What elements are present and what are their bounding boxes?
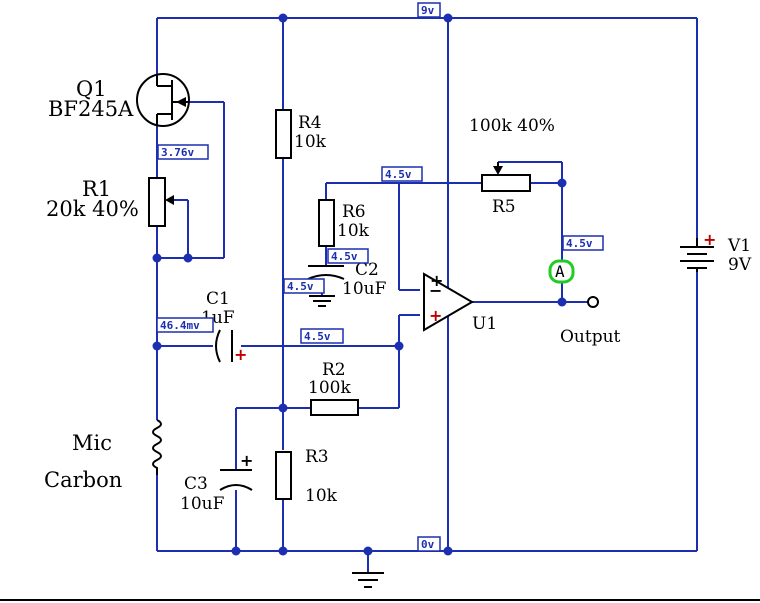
probe-a-label: A — [555, 262, 565, 281]
r2-value-label: 100k — [308, 378, 351, 398]
r3-ref-label: R3 — [305, 447, 329, 467]
svg-text:4.5v: 4.5v — [331, 250, 358, 263]
output-label: Output — [560, 327, 621, 347]
c1-capacitor[interactable] — [215, 329, 233, 363]
voltage-tag-c2-left: 4.5v — [283, 278, 325, 294]
r1-ref-label: R1 — [82, 177, 111, 201]
svg-text:0v: 0v — [421, 538, 435, 551]
voltage-tag-r5-right: 4.5v — [562, 235, 604, 251]
r5-value-label: 100k 40% — [469, 116, 555, 136]
junction-dots — [152, 13, 567, 556]
mic-label-line2: Carbon — [44, 468, 122, 492]
voltage-tag-bottom-rail: 0v — [417, 536, 441, 552]
r1-value-label: 20k 40% — [46, 197, 139, 221]
main-ground-symbol — [352, 572, 384, 588]
c3-capacitor[interactable] — [219, 469, 253, 491]
v1-value-label: 9V — [728, 255, 752, 275]
u1-ref-label: U1 — [472, 314, 497, 334]
r4-ref-label: R4 — [298, 113, 322, 133]
r6-ref-label: R6 — [342, 202, 366, 222]
voltage-tag-r6-bottom: 4.5v — [327, 248, 369, 264]
svg-text:4.5v: 4.5v — [566, 237, 593, 250]
mic-carbon-element[interactable] — [152, 419, 162, 475]
c3-ref-label: C3 — [184, 474, 208, 494]
r1-potentiometer[interactable] — [148, 177, 174, 227]
mic-label-line1: Mic — [72, 431, 112, 455]
q1-part-label: BF245A — [48, 97, 134, 121]
u1-opamp[interactable] — [423, 272, 474, 332]
svg-text:9v: 9v — [421, 4, 435, 17]
r5-ref-label: R5 — [492, 197, 516, 217]
c2-capacitor[interactable] — [307, 265, 345, 280]
r6-value-label: 10k — [337, 221, 370, 241]
r4-value-label: 10k — [294, 132, 327, 152]
u1-inverting-mark: − — [429, 281, 442, 300]
voltage-tag-noninv-input: 4.5v — [300, 328, 344, 344]
probe-a-marker[interactable]: A — [548, 259, 575, 284]
svg-text:4.5v: 4.5v — [304, 330, 331, 343]
svg-text:46.4mv: 46.4mv — [160, 319, 200, 332]
r3-value-label: 10k — [305, 486, 338, 506]
voltage-tag-c1-left: 46.4mv — [156, 317, 214, 333]
v1-battery[interactable] — [680, 238, 714, 272]
c3-value-label: 10uF — [180, 494, 225, 514]
v1-ref-label: V1 — [727, 236, 751, 256]
c2-value-label: 10uF — [342, 279, 387, 299]
voltage-tag-r6-top: 4.5v — [381, 166, 423, 182]
u1-plus-supply-mark: + — [430, 271, 443, 290]
voltage-tag-top-rail: 9v — [417, 2, 441, 18]
r3-resistor[interactable] — [275, 451, 292, 500]
voltage-tag-q1-source: 3.76v — [157, 144, 209, 160]
c3-plus-mark: + — [240, 451, 253, 470]
c1-plus-mark: + — [234, 345, 247, 364]
svg-text:4.5v: 4.5v — [287, 280, 314, 293]
q1-jfet[interactable] — [136, 73, 190, 127]
svg-text:4.5v: 4.5v — [385, 168, 412, 181]
u1-noninverting-mark: + — [429, 306, 442, 325]
q1-ref-label: Q1 — [76, 77, 107, 101]
r6-resistor[interactable] — [318, 199, 335, 247]
c2-ground-symbol — [309, 295, 335, 307]
r5-potentiometer[interactable] — [481, 162, 531, 192]
c1-ref-label: C1 — [206, 289, 230, 309]
output-terminal[interactable] — [587, 296, 599, 308]
v1-plus-mark: + — [703, 230, 716, 249]
r2-ref-label: R2 — [322, 360, 346, 380]
r4-resistor[interactable] — [275, 109, 292, 159]
c2-ref-label: C2 — [355, 260, 379, 280]
svg-text:3.76v: 3.76v — [161, 146, 194, 159]
r2-resistor[interactable] — [310, 399, 359, 416]
